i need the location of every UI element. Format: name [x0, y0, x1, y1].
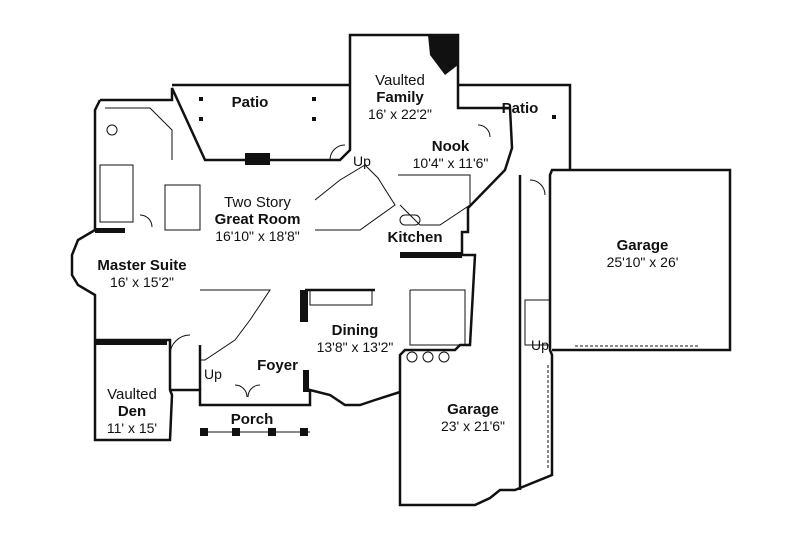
room-label-patio-left: Patio — [210, 94, 290, 111]
room-label-line: Patio — [231, 94, 269, 111]
room-label-foyer: Foyer — [240, 357, 315, 374]
wall-block-master — [95, 228, 125, 233]
door-nook — [477, 124, 491, 138]
room-label-line: Vaulted — [107, 386, 157, 403]
door-master — [139, 214, 153, 228]
appliance-1 — [406, 351, 418, 363]
kitchen-wall-block — [400, 252, 462, 258]
patio-post-1 — [199, 97, 203, 101]
room-label-patio-right: Patio — [480, 100, 560, 117]
tub — [99, 164, 134, 223]
appliance-2 — [422, 351, 434, 363]
wall-outline-main — [100, 33, 732, 507]
bath-sink — [106, 124, 118, 136]
kitchen-counter-top — [398, 174, 471, 226]
appliance-3 — [438, 351, 450, 363]
fireplace-great — [245, 153, 270, 165]
room-label-line: Patio — [501, 100, 539, 117]
room-label-line: Garage — [616, 237, 669, 254]
room-label-line: Foyer — [257, 357, 298, 374]
stair-foyer — [200, 289, 271, 361]
stair-label-up-foyer: Up — [204, 366, 222, 382]
room-label-line: 25'10" x 26' — [606, 254, 679, 270]
room-label-line: 16'10" x 18'8" — [215, 228, 300, 244]
bath-vanity — [105, 107, 173, 160]
room-label-line: Great Room — [214, 211, 301, 228]
room-label-line: Garage — [447, 401, 499, 418]
room-label-line: Two Story — [224, 194, 291, 211]
patio-post-4 — [312, 117, 316, 121]
room-label-line: 13'8" x 13'2" — [316, 339, 394, 355]
room-label-line: 23' x 21'6" — [440, 418, 506, 434]
kitchen-island — [399, 214, 421, 226]
room-label-line: Dining — [331, 322, 379, 339]
fireplace-family — [428, 35, 458, 75]
kitchen-counter-lower — [409, 289, 466, 346]
stair-label-up-garage: Up — [531, 337, 549, 353]
wall-block-foyer — [303, 370, 309, 392]
room-label-line: 16' x 22'2" — [367, 106, 433, 122]
room-label-line: Den — [117, 403, 147, 420]
room-label-line: Porch — [230, 411, 274, 428]
stair-label-up-family: Up — [353, 153, 371, 169]
wall-master-west — [70, 99, 102, 340]
porch-column-3 — [268, 428, 276, 436]
room-label-line: Master Suite — [97, 257, 187, 274]
patio-post-3 — [312, 97, 316, 101]
porch-column-2 — [232, 428, 240, 436]
door-family — [329, 144, 346, 161]
room-label-line: Kitchen — [387, 229, 443, 246]
room-label-line: 10'4" x 11'6" — [412, 155, 489, 171]
room-label-kitchen: Kitchen — [375, 229, 455, 246]
wall-patio-right — [458, 83, 572, 170]
wall-den — [93, 338, 174, 442]
door-garage-side — [529, 179, 546, 196]
shower — [164, 184, 201, 231]
patio-post-5 — [552, 115, 556, 119]
room-label-line: Family — [376, 89, 424, 106]
stair-family — [314, 164, 396, 231]
dining-hutch — [309, 289, 373, 306]
room-label-line: 11' x 15' — [106, 420, 158, 436]
room-label-porch: Porch — [212, 411, 292, 428]
patio-post-2 — [199, 117, 203, 121]
wall-block-great-room — [300, 290, 308, 322]
porch-column-1 — [200, 428, 208, 436]
door-den — [169, 334, 191, 356]
wall-block-den — [95, 340, 167, 345]
stair-garage — [524, 299, 551, 346]
porch-column-4 — [300, 428, 308, 436]
room-label-line: 16' x 15'2" — [109, 274, 175, 290]
door-foyer — [234, 384, 261, 398]
room-label-line: Vaulted — [375, 72, 425, 89]
wall-front — [170, 388, 401, 407]
room-label-line: Nook — [431, 138, 470, 155]
